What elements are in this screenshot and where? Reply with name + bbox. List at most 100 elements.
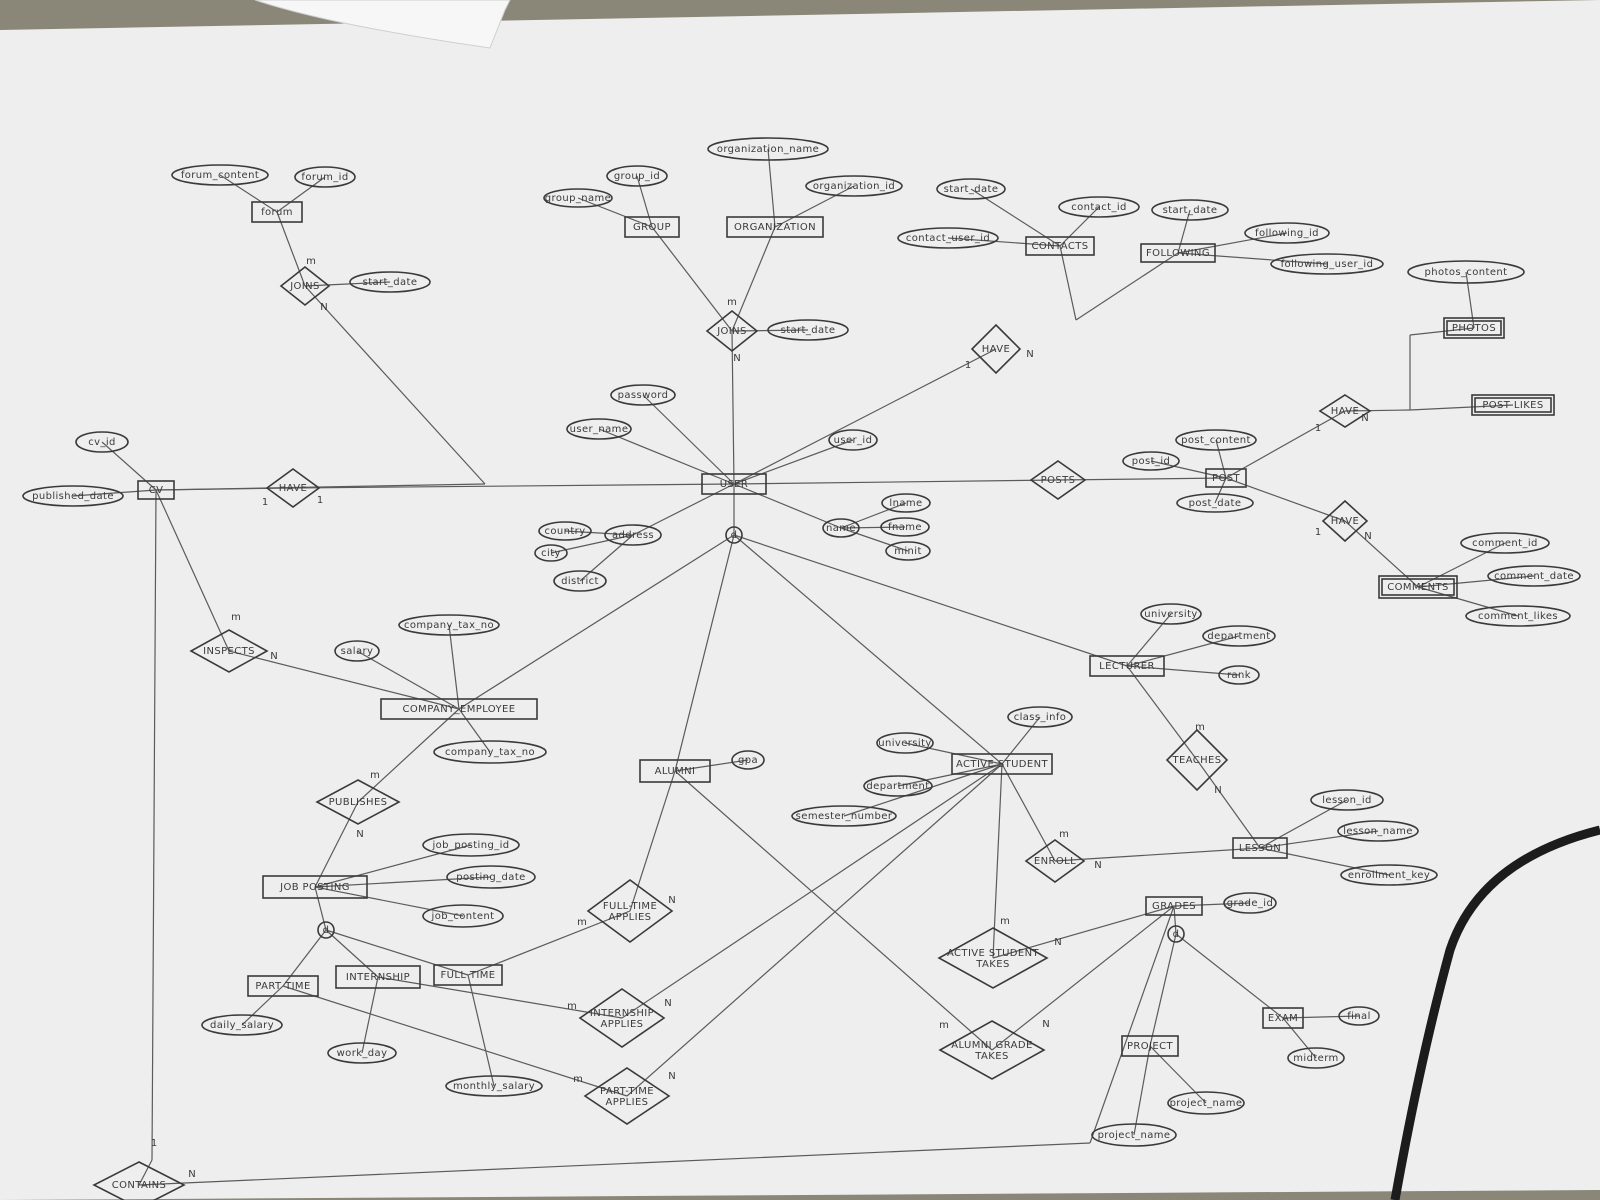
attribute-job-content: job_content xyxy=(422,904,504,928)
connector-line xyxy=(155,489,230,652)
connector-line xyxy=(1126,613,1172,667)
cardinality-label: N xyxy=(1094,860,1101,871)
attribute-label: company_tax_no xyxy=(404,620,494,631)
attribute-ellipse xyxy=(828,429,878,451)
connector-line xyxy=(448,624,460,710)
cardinality-label: 1 xyxy=(151,1138,157,1149)
attribute-ellipse xyxy=(445,1075,543,1097)
cardinality-label: N xyxy=(1054,937,1061,948)
attribute-label: user_id xyxy=(834,435,873,446)
entity-internship: INTERNSHIP xyxy=(335,965,421,989)
attribute-label: start_date xyxy=(363,277,418,288)
connector-line xyxy=(325,929,469,976)
entity-label: LESSON xyxy=(1239,843,1281,854)
relationship-label: CONTAINS xyxy=(112,1180,166,1191)
attribute-joins-group-start-date: start_date xyxy=(767,319,849,341)
entity-label: INTERNSHIP xyxy=(346,972,410,983)
cardinality-label: N xyxy=(270,651,277,662)
attribute-ellipse xyxy=(610,384,676,406)
attribute-posting-date: posting_date xyxy=(446,865,536,889)
attribute-label: photos_content xyxy=(1425,267,1508,278)
attribute-label: monthly_salary xyxy=(453,1081,535,1092)
attribute-cv-id: cv_id xyxy=(75,431,129,453)
attribute-district: district xyxy=(553,570,607,592)
connector-line xyxy=(276,176,326,213)
attribute-ellipse xyxy=(327,1042,397,1064)
attribute-label: comment_id xyxy=(1472,538,1538,549)
entity-lecturer: LECTURER xyxy=(1089,655,1165,677)
attribute-ellipse xyxy=(876,732,934,754)
connector-line xyxy=(1196,759,1261,849)
attribute-ellipse xyxy=(1310,789,1384,811)
connector-line xyxy=(579,534,634,582)
attribute-city: city xyxy=(534,544,568,562)
attribute-ellipse xyxy=(880,517,930,537)
attribute-label: post_id xyxy=(1132,456,1171,467)
connector-line xyxy=(733,483,842,529)
cardinality-label: N xyxy=(188,1169,195,1180)
connector-line xyxy=(1215,439,1227,479)
attribute-ellipse xyxy=(791,805,897,827)
connector-line xyxy=(674,770,993,1051)
attribute-ellipse xyxy=(731,750,765,770)
connector-line xyxy=(1059,206,1100,247)
relationship-enroll: ENROLL xyxy=(1024,839,1086,883)
attribute-work-day: work_day xyxy=(327,1042,397,1064)
cable xyxy=(1390,825,1600,1200)
relationship-diamond xyxy=(970,323,1022,375)
connector-line xyxy=(155,487,294,491)
entity-lesson: LESSON xyxy=(1232,837,1288,859)
entity-group: GROUP xyxy=(624,216,680,238)
connector-line xyxy=(550,534,634,554)
connector-line xyxy=(1150,460,1227,479)
attribute-ellipse xyxy=(398,614,500,636)
attribute-ellipse xyxy=(805,175,903,197)
attribute-label: forum_content xyxy=(181,170,259,181)
relationship-diamond xyxy=(279,265,331,307)
entity-label: ACTIVE STUDENT xyxy=(956,759,1049,770)
entity-alumni: ALUMNI xyxy=(639,759,711,783)
connector-line xyxy=(377,976,623,1019)
attribute-ellipse xyxy=(433,740,547,764)
entity-label: COMMENTS xyxy=(1387,582,1449,593)
attribute-label: city xyxy=(541,548,561,559)
attribute-label: start_date xyxy=(781,325,836,336)
connector-line xyxy=(458,534,735,710)
connector-line xyxy=(1282,1017,1317,1059)
attribute-organization-name: organization_name xyxy=(707,137,829,161)
attribute-label: country xyxy=(544,526,585,537)
relationship-label: HAVE xyxy=(1331,516,1359,527)
attribute-label: salary xyxy=(341,646,374,657)
entity-label: PHOTOS xyxy=(1452,323,1496,334)
entity-full-time: FULL TIME xyxy=(433,964,503,986)
attribute-comment-id: comment_id xyxy=(1460,532,1550,554)
attribute-ellipse xyxy=(767,319,849,341)
relationship-diamond xyxy=(1029,460,1087,500)
connector-line xyxy=(733,348,997,485)
attribute-ellipse xyxy=(881,493,931,513)
entity-box xyxy=(1140,243,1216,263)
relationship-teaches: TEACHES xyxy=(1165,728,1229,792)
attribute-ellipse xyxy=(1338,1006,1380,1026)
attribute-label: daily_salary xyxy=(210,1020,274,1031)
entity-box xyxy=(433,964,503,986)
cardinality-label: m xyxy=(1059,829,1069,840)
cardinality-label: N xyxy=(320,302,327,313)
entity-contacts: CONTACTS xyxy=(1025,236,1095,256)
attribute-group-id: group_id xyxy=(606,165,668,187)
attribute-label: lesson_name xyxy=(1343,826,1413,837)
label-line: APPLIES xyxy=(606,1097,649,1108)
specialization-circle xyxy=(1167,925,1185,943)
label-line: TAKES xyxy=(974,1051,1008,1062)
attribute-company-tax-no-2: company_tax_no xyxy=(433,740,547,764)
attribute-label: work_day xyxy=(337,1048,388,1059)
attribute-ellipse xyxy=(822,518,860,538)
attribute-final: final xyxy=(1338,1006,1380,1026)
attribute-label: midterm xyxy=(1293,1053,1338,1064)
attribute-following-id: following_id xyxy=(1244,222,1330,244)
connector-line xyxy=(101,441,157,491)
attribute-ellipse xyxy=(553,570,607,592)
attribute-label: project_name xyxy=(1170,1098,1243,1109)
